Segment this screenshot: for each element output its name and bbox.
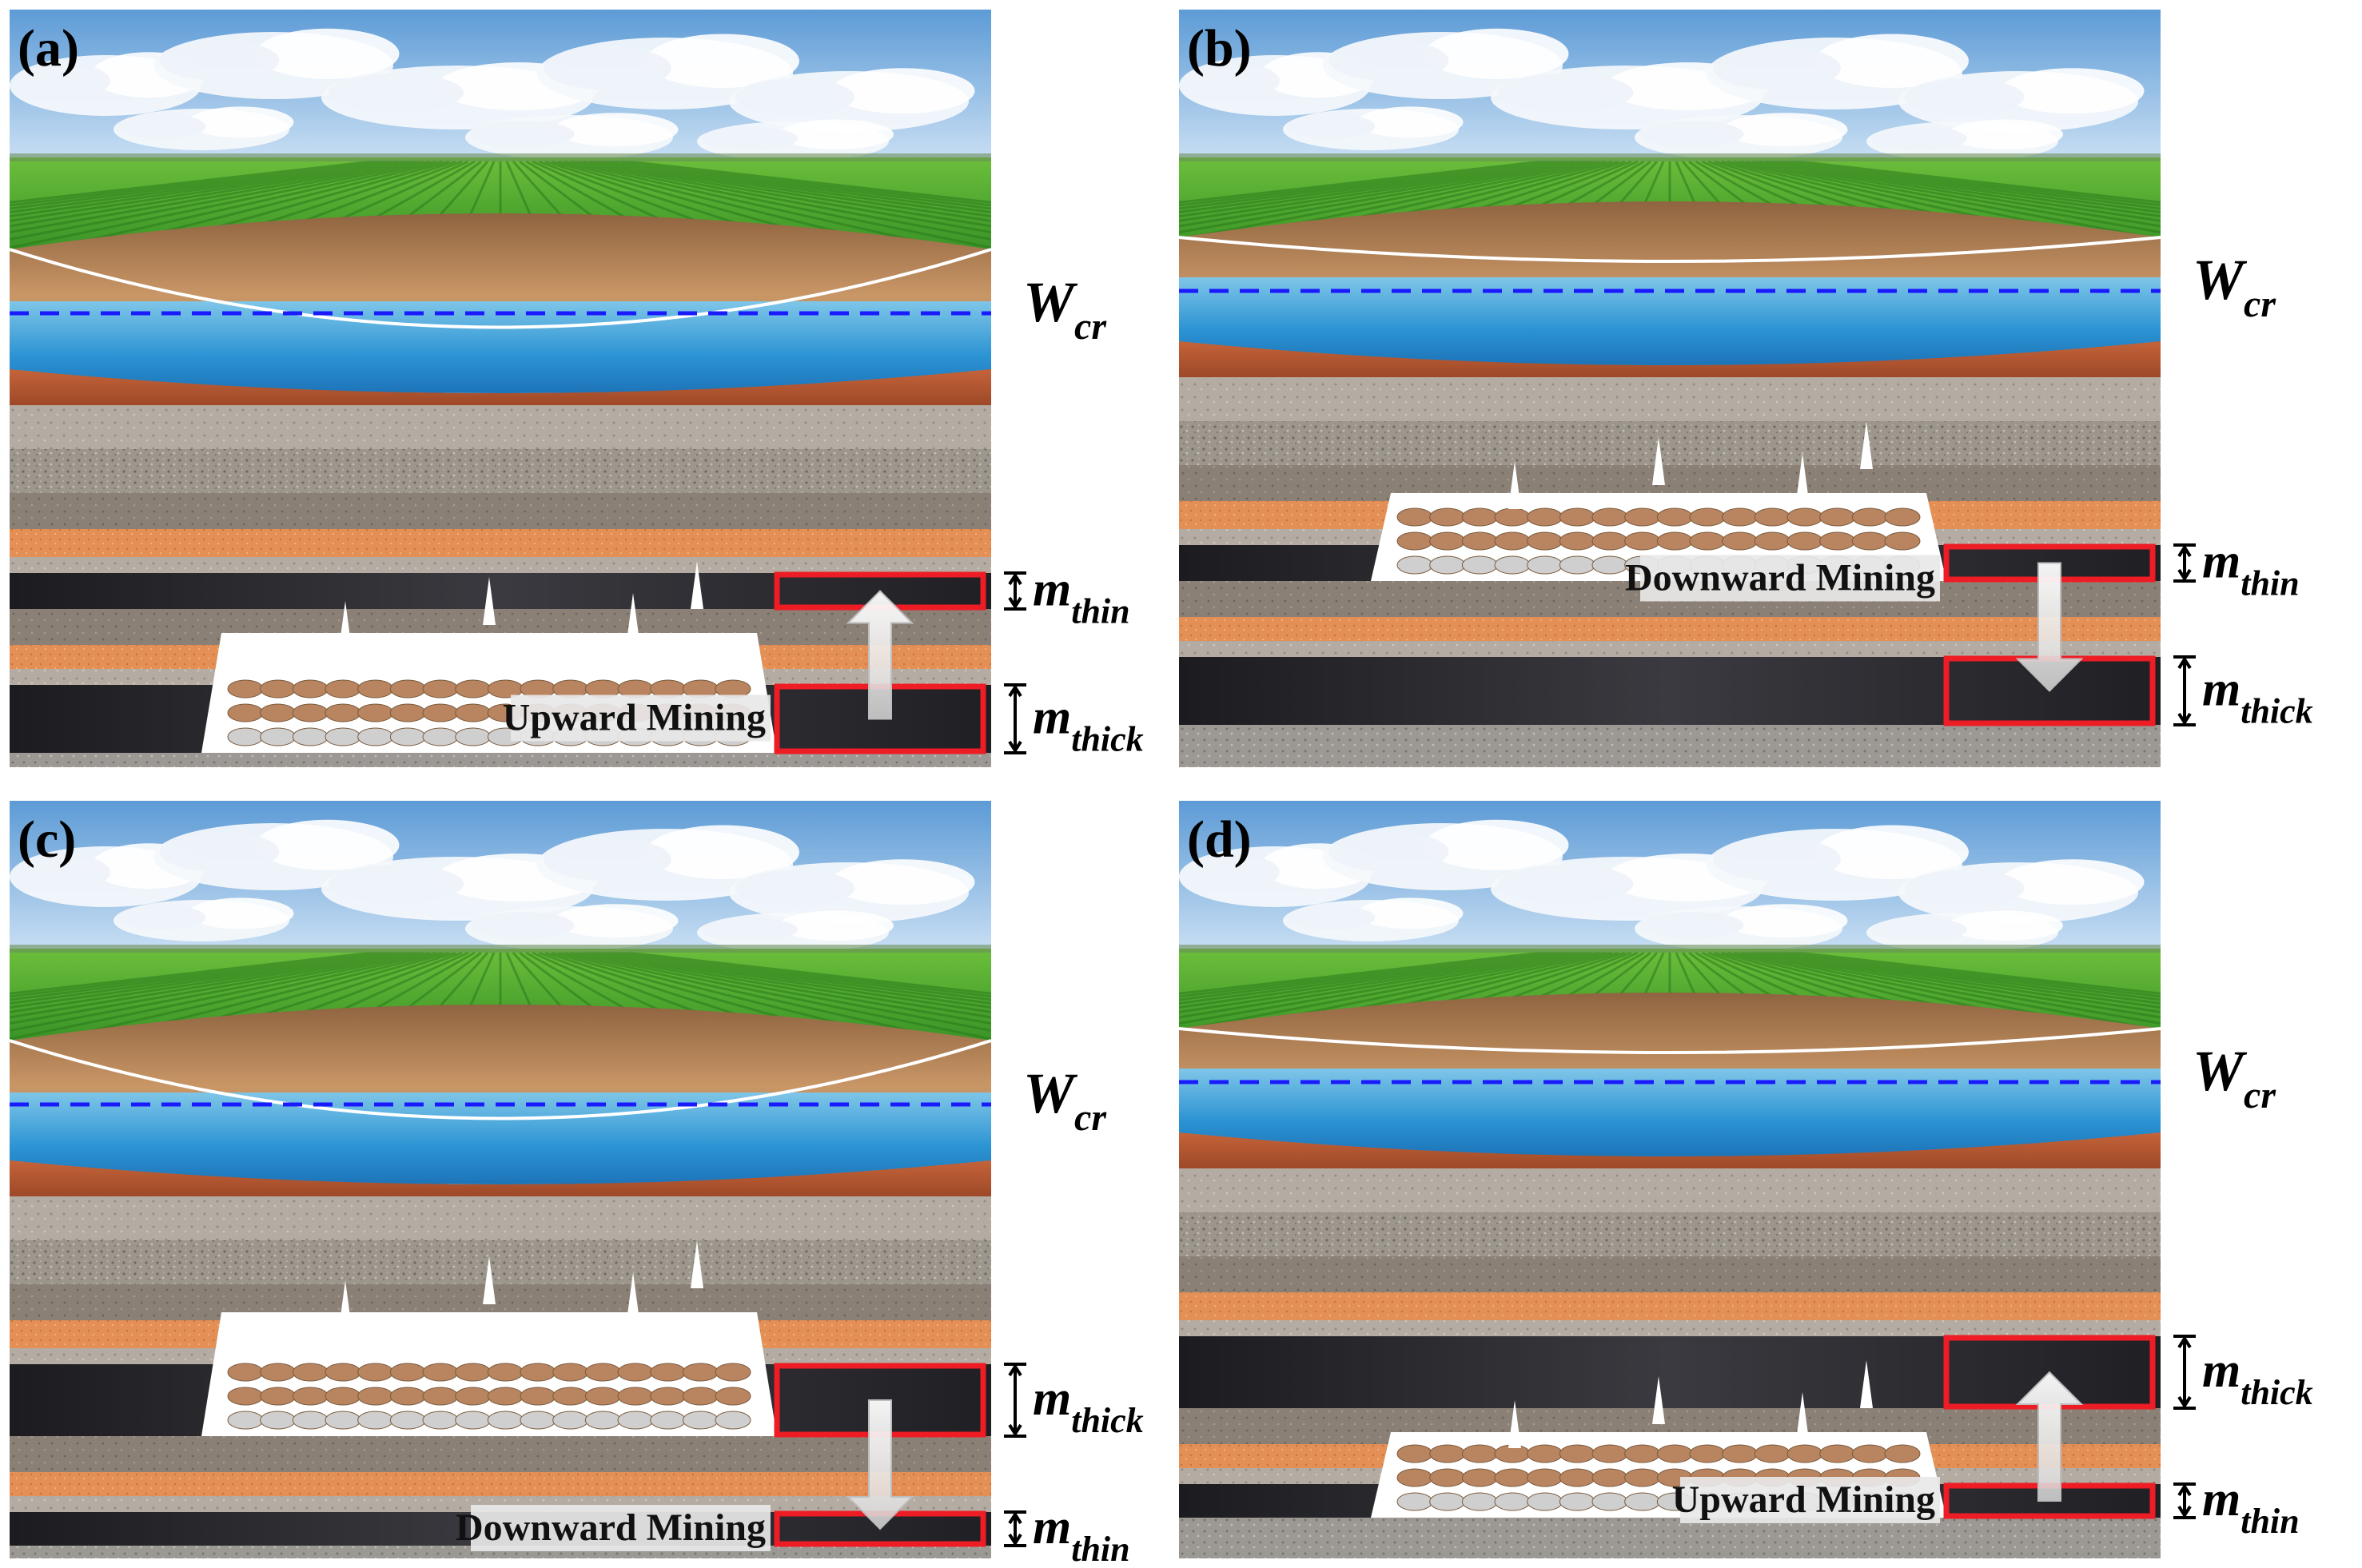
critical-water-level-label: Wcr: [1023, 1061, 1107, 1139]
subsidence-curve: [1179, 236, 2161, 263]
horizon-trees: [1179, 945, 2161, 953]
upper-seam-thickness-label: mthick: [2202, 1343, 2313, 1412]
upward-arrow: [2015, 1371, 2084, 1502]
mining-direction-label: Upward Mining: [1672, 1478, 1935, 1521]
fracture-marks: [339, 1240, 703, 1328]
gravel-stratum: [1179, 1212, 2161, 1256]
lower-seam-thickness-label: mthin: [1033, 1500, 1130, 1568]
fracture-marks: [1508, 1360, 1873, 1448]
panel-letter: (a): [18, 19, 79, 78]
gravel-stratum: [10, 1240, 991, 1284]
light-rock-stratum: [1179, 377, 2161, 421]
aquifer-layer: [1179, 1069, 2161, 1156]
downward-arrow: [846, 1399, 914, 1530]
light-rock-stratum: [10, 1196, 991, 1240]
fracture-marks: [1508, 421, 1873, 509]
panel-c: Downward Mining (c) Wcr mthick mthin: [10, 801, 1144, 1568]
lower-seam-thickness-label: mthin: [2202, 1472, 2300, 1541]
horizon-trees: [10, 945, 991, 953]
lower-coal-seam: [1179, 657, 2161, 725]
floor-stratum: [10, 753, 991, 767]
lower-seam-thickness-dimension: [2173, 655, 2196, 726]
subsidence-curve: [1179, 1027, 2161, 1054]
aquifer-layer: [10, 1092, 991, 1184]
mining-direction-label: Downward Mining: [456, 1506, 766, 1549]
horizon-trees: [1179, 153, 2161, 161]
clouds: [1179, 28, 2145, 161]
upper-coal-seam: [10, 573, 991, 609]
upper-seam-thickness-dimension: [2173, 543, 2196, 583]
gravel-stratum: [10, 449, 991, 493]
subsidence-curve: [10, 1039, 991, 1120]
upward-arrow: [846, 590, 914, 720]
clouds: [1179, 819, 2145, 953]
mining-label-box: [471, 1505, 771, 1551]
upper-seam-thickness-dimension: [1004, 1363, 1026, 1438]
aquifer-layer: [10, 301, 991, 393]
upper-seam-thickness-label: mthick: [1033, 1371, 1144, 1440]
interburden-siltstone: [1179, 641, 2161, 657]
panel-letter: (c): [18, 810, 76, 869]
interburden-sandstone: [10, 1472, 991, 1496]
fracture-marks: [339, 561, 703, 649]
upper-coal-seam: [1179, 1336, 2161, 1408]
horizon-trees: [10, 153, 991, 161]
upper-seam-thickness-dimension: [1004, 571, 1026, 611]
upper-seam-thickness-dimension: [2173, 1335, 2196, 1410]
panel-letter: (d): [1187, 810, 1252, 869]
goaf-zone: [201, 1312, 777, 1436]
panel-d: Upward Mining (d) Wcr mthick mthin: [1179, 801, 2313, 1558]
critical-water-level-label: Wcr: [1023, 270, 1107, 348]
crop-rows: [10, 160, 991, 275]
lower-seam-thickness-label: mthick: [2202, 663, 2313, 731]
floor-stratum: [1179, 725, 2161, 767]
panel-illustration: [10, 801, 991, 1558]
mining-direction-label: Downward Mining: [1625, 557, 1935, 599]
mining-label-box: [1640, 555, 1940, 602]
upper-seam-thickness-label: mthin: [2202, 535, 2300, 603]
mining-label-box: [511, 694, 771, 742]
panel-illustration: [10, 10, 991, 767]
aquifer-layer: [1179, 277, 2161, 365]
clouds: [10, 819, 975, 953]
panel-letter: (b): [1187, 19, 1252, 78]
panel-b: Downward Mining (b) Wcr mthin mthick: [1179, 10, 2313, 767]
interburden-sandstone: [1179, 617, 2161, 641]
clay-layer: [1179, 1132, 2161, 1172]
lower-seam-thickness-dimension: [2173, 1482, 2196, 1519]
clay-layer: [10, 369, 991, 409]
sandstone-stratum: [10, 529, 991, 557]
siltstone-stratum: [1179, 1320, 2161, 1336]
lower-seam-thickness-dimension: [1004, 683, 1026, 754]
sandstone-stratum: [1179, 1292, 2161, 1320]
downward-arrow: [2015, 562, 2084, 692]
mining-label-box: [1680, 1477, 1940, 1523]
interburden-mudstone: [10, 1436, 991, 1472]
mudstone-stratum: [1179, 1256, 2161, 1292]
gravel-stratum: [1179, 421, 2161, 465]
light-rock-stratum: [10, 405, 991, 449]
panel-a: Upward Mining (a) Wcr mthin mthick: [10, 10, 1144, 767]
mudstone-stratum: [10, 493, 991, 529]
clouds: [10, 28, 975, 161]
mining-direction-label: Upward Mining: [503, 697, 766, 739]
subsidence-curve: [10, 248, 991, 329]
critical-water-level-label: Wcr: [2193, 1039, 2276, 1116]
siltstone-stratum: [10, 557, 991, 573]
lower-seam-thickness-label: mthick: [1033, 690, 1144, 759]
upper-seam-thickness-label: mthin: [1033, 563, 1130, 631]
clay-layer: [1179, 341, 2161, 381]
floor-stratum: [1179, 1518, 2161, 1558]
lower-seam-thickness-dimension: [1004, 1510, 1026, 1547]
light-rock-stratum: [1179, 1168, 2161, 1212]
critical-water-level-label: Wcr: [2193, 248, 2276, 325]
clay-layer: [10, 1160, 991, 1200]
